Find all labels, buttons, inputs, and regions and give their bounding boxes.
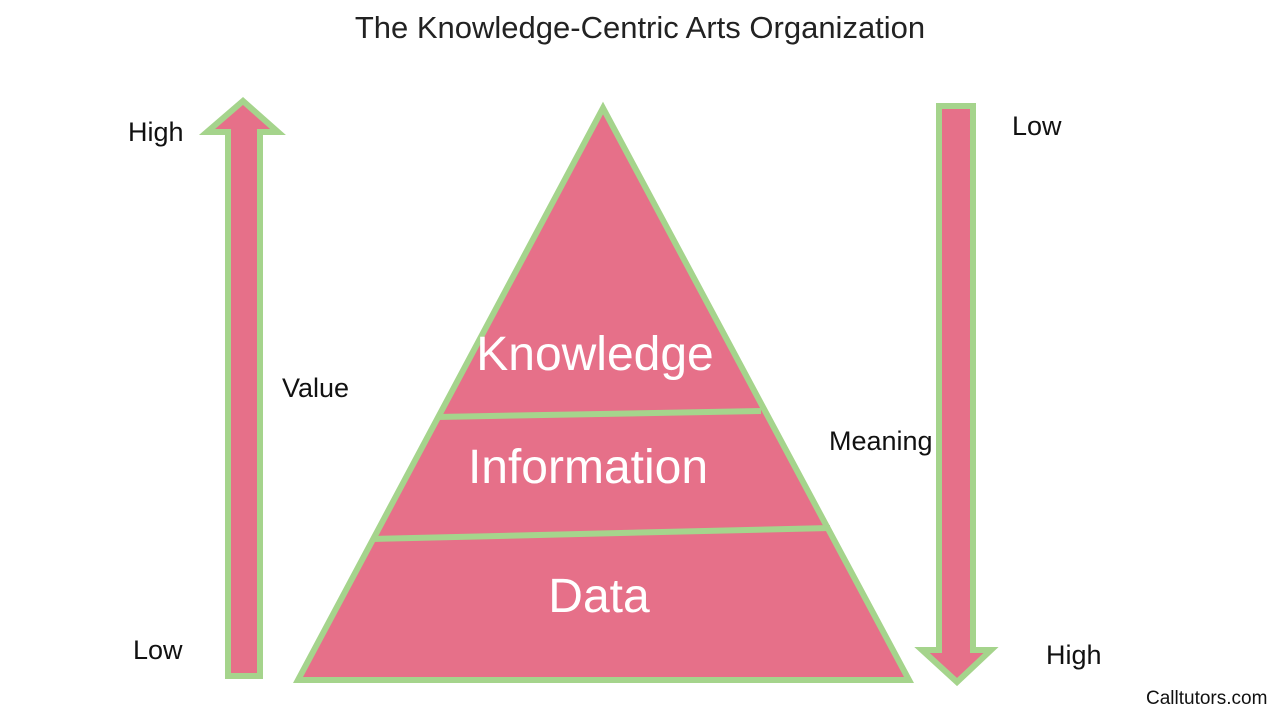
level-label-knowledge: Knowledge (476, 328, 714, 381)
level-label-information: Information (468, 441, 708, 494)
meaning-axis-label: Meaning (829, 426, 933, 456)
watermark: Calltutors.com (1146, 688, 1268, 709)
level-label-data: Data (548, 570, 650, 623)
value-low-label: Low (133, 635, 183, 665)
diagram-title: The Knowledge-Centric Arts Organization (354, 10, 926, 45)
value-arrow (198, 97, 286, 679)
meaning-low-label: Low (1012, 111, 1062, 141)
value-high-label: High (128, 117, 184, 147)
meaning-high-label: High (1046, 640, 1102, 670)
meaning-arrow (914, 103, 999, 687)
value-axis-label: Value (282, 373, 350, 403)
pyramid-divider-upper (436, 408, 762, 420)
pyramid-divider-lower (371, 525, 831, 542)
